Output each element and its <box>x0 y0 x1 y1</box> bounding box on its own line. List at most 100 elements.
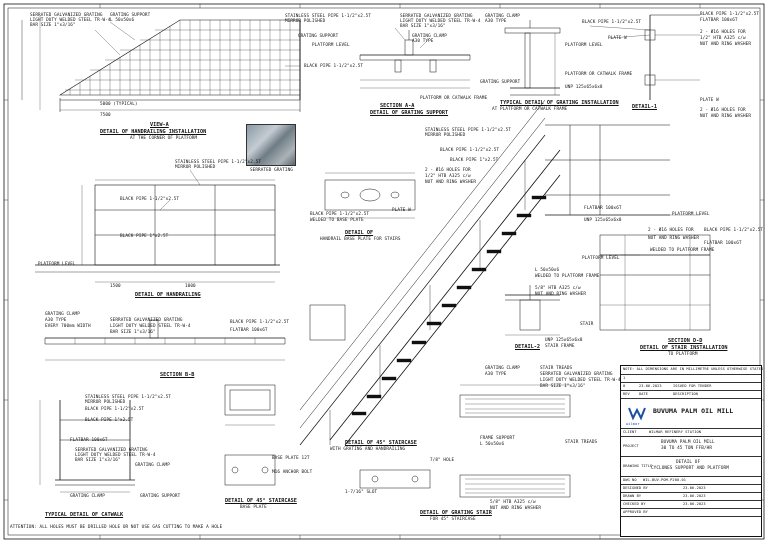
label-flatbar-st: FLATBAR 100x6T <box>584 206 622 211</box>
label-serrated-grating-photo: SERRATED GRATING <box>250 168 293 173</box>
designed-by-label: DESIGNED BY <box>623 486 648 490</box>
label-stair: STAIR <box>580 322 594 327</box>
label-black-pipe-1-st: BLACK PIPE 1"x2.5T <box>450 158 499 163</box>
caption-base-plate: DETAIL OF 45° STAIRCASE <box>225 498 297 504</box>
label-unp: UNP 125x65x6x8 <box>565 85 603 90</box>
label-serrated-grating: SERRATED GALVANIZED GRATING <box>30 13 103 18</box>
label-holes: 2 - Ø16 HOLES FOR <box>700 30 746 35</box>
dwg-no-label: DWG NO <box>623 478 637 482</box>
label-grating-clamp: GRATING CLAMP <box>412 34 447 39</box>
label-welded-base: WELDED TO BASE PLATE <box>310 218 364 223</box>
rev-header-desc: DESCRIPTION <box>673 392 698 396</box>
label-mirror-3: MIRROR POLISHED <box>425 133 466 138</box>
rev-header-date: DATE <box>639 392 649 396</box>
label-platform-level-2: PLATFORM LEVEL <box>565 43 603 48</box>
label-grating-clamp-gs: GRATING CLAMP <box>485 366 520 371</box>
label-light-duty: LIGHT DUTY WELDED STEEL TR-W-4 <box>30 18 111 23</box>
label-serrated-cw: SERRATED GALVANIZED GRATING <box>75 448 148 453</box>
caption-grating-stair: DETAIL OF GRATING STAIR <box>420 510 492 516</box>
caption-base-plate-sub: BASE PLATE <box>240 505 267 510</box>
caption-catwalk: TYPICAL DETAIL OF CATWALK <box>45 512 124 518</box>
label-frame-support: FRAME SUPPORT <box>480 436 515 441</box>
caption-typical-grating-install-sub: AT PLATFORM OR CATWALK FRAME <box>492 107 568 112</box>
caption-view-a: VIEW-A <box>150 122 169 128</box>
label-grating-support-d2: L 50x50x6 <box>535 268 560 273</box>
caption-section-dd: SECTION D-D <box>668 338 703 344</box>
label-black-pipe-hr: BLACK PIPE 1-1/2"x2.5T <box>120 197 180 202</box>
caption-section-a: SECTION A-A <box>380 103 415 109</box>
label-bar-size-gs: BAR SIZE 1"x3/16" <box>540 384 586 389</box>
label-serrated-bb: SERRATED GALVANIZED GRATING <box>110 318 183 323</box>
label-bar-size: BAR SIZE 1"x3/16" <box>30 23 76 28</box>
label-base-plate-12t: BASE PLATE 12T <box>272 456 310 461</box>
label-light-duty-bb: LIGHT DUTY WELDED STEEL TR-W-4 <box>110 324 191 329</box>
label-black-pipe-dd: BLACK PIPE 1-1/2"x2.5T <box>704 228 764 233</box>
label-grating-clamp-bb: GRATING CLAMP <box>45 312 80 317</box>
caption-staircase: DETAIL OF 45° STAIRCASE <box>345 440 417 446</box>
label-unp-st: UNP 125x65x6x8 <box>584 218 622 223</box>
title-block: NOTE: ALL DIMENSIONS ARE IN MILLIMETRE U… <box>620 365 764 537</box>
label-grating-clamp-cw: GRATING CLAMP <box>135 463 170 468</box>
label-flatbar-cw: FLATBAR 100x6T <box>70 438 108 443</box>
label-light-duty-gs: LIGHT DUTY WELDED STEEL TR-W-4 <box>540 378 621 383</box>
label-flatbar-bb: FLATBAR 100x6T <box>230 328 268 333</box>
label-nut-washer-d2: NUT AND RING WASHER <box>535 292 587 297</box>
label-grating-clamp-cw2: GRATING CLAMP <box>70 494 105 499</box>
project-line-2: 30 TO 45 TON FFB/HR <box>661 446 713 451</box>
view-a-drawing <box>21 15 301 112</box>
label-light-duty-2: LIGHT DUTY WELDED STEEL TR-W-4 <box>400 19 481 24</box>
label-grating-clamp-2: GRATING CLAMP <box>485 14 520 19</box>
dim-5000: 5000 (TYPICAL) <box>100 102 138 107</box>
label-holes-st: 2 - Ø16 HOLES FOR <box>425 168 471 173</box>
label-black-pipe-1: BLACK PIPE 1"x2.5T <box>120 234 169 239</box>
label-holes-sub: 1/2" HTB A325 c/w <box>700 36 746 41</box>
checked-by-label: CHECKED BY <box>623 502 646 506</box>
label-welded-frame-d2: WELDED TO PLATFORM FRAME <box>535 274 600 279</box>
caption-detail-2: DETAIL-2 <box>515 344 540 350</box>
label-a30-type-gs: A30 TYPE <box>485 372 507 377</box>
caption-handrail-base: DETAIL OF <box>345 230 374 236</box>
label-holes-sub-st: 1/2" HTB A325 c/w <box>425 174 471 179</box>
caption-typical-grating-install: TYPICAL DETAIL OF GRATING INSTALLATION <box>500 100 619 106</box>
label-stair-treads: STAIR TREADS <box>540 366 573 371</box>
title-line-1: DETAIL OF <box>676 460 701 465</box>
label-holes-dd: 2 - Ø16 HOLES FOR <box>648 228 694 233</box>
label-nut-washer: NUT AND RING WASHER <box>700 42 752 47</box>
dim-7500: 7500 <box>100 113 111 118</box>
checked-by-date: 23.06.2023 <box>683 502 706 506</box>
company-name: BUVUMA PALM OIL MILL <box>653 407 734 415</box>
label-grating-support-cw: GRATING SUPPORT <box>140 494 181 499</box>
caption-handrailing: DETAIL OF HANDRAILING <box>135 292 201 298</box>
section-bb-drawing <box>44 319 286 361</box>
caption-grating-support: DETAIL OF GRATING SUPPORT <box>370 110 449 116</box>
caption-handrail-base-sub: HANDRAIL BASE PLATE FOR STAIRS <box>320 237 401 242</box>
client-label: CLIENT <box>623 430 637 434</box>
label-plate-w-base: PLATE W <box>392 208 411 213</box>
label-htb-d2: 5/8" HTB A325 c/w <box>535 286 581 291</box>
label-mirror-cw: MIRROR POLISHED <box>85 400 126 405</box>
label-ss-pipe-cw: STAINLESS STEEL PIPE 1-1/2"x2.5T <box>85 395 171 400</box>
handrail-base-plate-drawing <box>324 172 416 219</box>
label-plate-w-2: PLATE W <box>700 98 719 103</box>
label-every-bb: EVERY 700mm WIDTH <box>45 324 91 329</box>
rev-row-0: 0 <box>623 384 626 388</box>
catwalk-drawing <box>39 400 135 493</box>
caption-stair-install: DETAIL OF STAIR INSTALLATION <box>640 345 728 351</box>
serrated-grating-photo <box>246 124 296 166</box>
label-serrated-gs: SERRATED GALVANIZED GRATING <box>540 372 613 377</box>
title-note: NOTE: ALL DIMENSIONS ARE IN MILLIMETRE U… <box>623 367 764 371</box>
label-mirror-2: MIRROR POLISHED <box>175 165 216 170</box>
label-grating-support: GRATING SUPPORT <box>110 13 151 18</box>
typical-grating-install-drawing <box>504 20 561 96</box>
dwg-no-value: WIL-BUV-POM-P200-01 <box>643 478 687 482</box>
grating-stair-drawing <box>359 384 571 498</box>
label-nut-washer-dd: NUT AND RING WASHER <box>648 236 700 241</box>
label-nut-washer-2: NUT AND RING WASHER <box>700 114 752 119</box>
label-nut-washer-gs: NUT AND RING WASHER <box>490 506 542 511</box>
label-frame-support-size: L 50x50x6 <box>480 442 505 447</box>
rev-row-0-date: 23.06.2023 <box>639 384 662 388</box>
label-slot: 1-7/16" SLOT <box>345 490 378 495</box>
label-ss-pipe-2: STAINLESS STEEL PIPE 1-1/2"x2.5T <box>175 160 261 165</box>
attention-note: ATTENTION: ALL HOLES MUST BE DRILLED HOL… <box>10 525 223 530</box>
label-flatbar-dd: FLATBAR 100x6T <box>704 241 742 246</box>
